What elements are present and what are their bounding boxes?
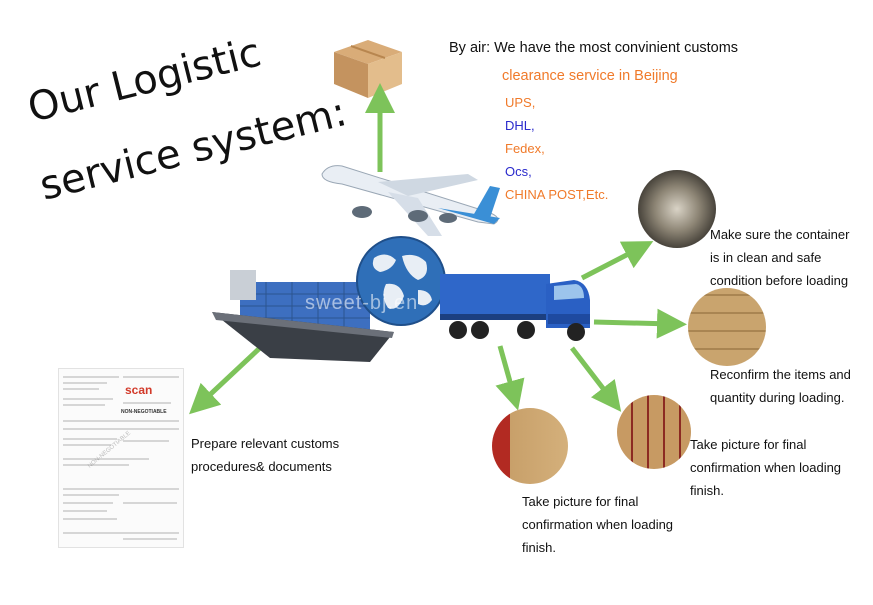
arrow-to-documents [189, 344, 264, 415]
final-loading-photo-bottom [492, 408, 568, 484]
arrow-to-photo-right [570, 346, 622, 412]
loaded-cartons-photo [688, 288, 766, 366]
carrier-chinapost: CHINA POST,Etc. [505, 187, 609, 202]
carrier-fedex: Fedex, [505, 141, 545, 156]
arrow-to-container [580, 241, 654, 281]
carrier-ups: UPS, [505, 95, 536, 110]
air-text-line-1: By air: We have the most convinient cust… [449, 40, 739, 56]
document-stamp: NON-NEGOTIABLE [121, 409, 167, 415]
carrier-ocs: Ocs, [505, 164, 532, 179]
empty-container-photo [638, 170, 716, 248]
air-text-line-2: clearance service in Beijing [502, 68, 678, 84]
final-loading-photo-right [617, 395, 691, 469]
arrow-to-reconfirm [593, 308, 687, 339]
shipping-document: scan NON-NEGOTIABLE NON-NEGOTIABLE [58, 368, 184, 548]
photo-bottom-text: Take picture for final confirmation when… [522, 494, 674, 555]
photo-right-text: Take picture for final confirmation when… [690, 437, 842, 498]
container-check-text: Make sure the container is in clean and … [710, 227, 850, 288]
customs-text: Prepare relevant customs procedures& doc… [191, 436, 340, 474]
carrier-list: UPS, DHL, Fedex, Ocs, CHINA POST,Etc. [505, 91, 608, 206]
airplane-icon [321, 165, 500, 236]
cargo-ship-icon [212, 270, 394, 362]
carrier-dhl: DHL, [505, 118, 535, 133]
reconfirm-text: Reconfirm the items and quantity during … [710, 367, 851, 405]
document-lines [63, 376, 179, 540]
truck-icon [440, 274, 590, 341]
watermark: sweet-bj.en [305, 292, 419, 314]
document-brand: scan [125, 383, 153, 397]
arrow-to-photo-bottom [495, 345, 525, 411]
